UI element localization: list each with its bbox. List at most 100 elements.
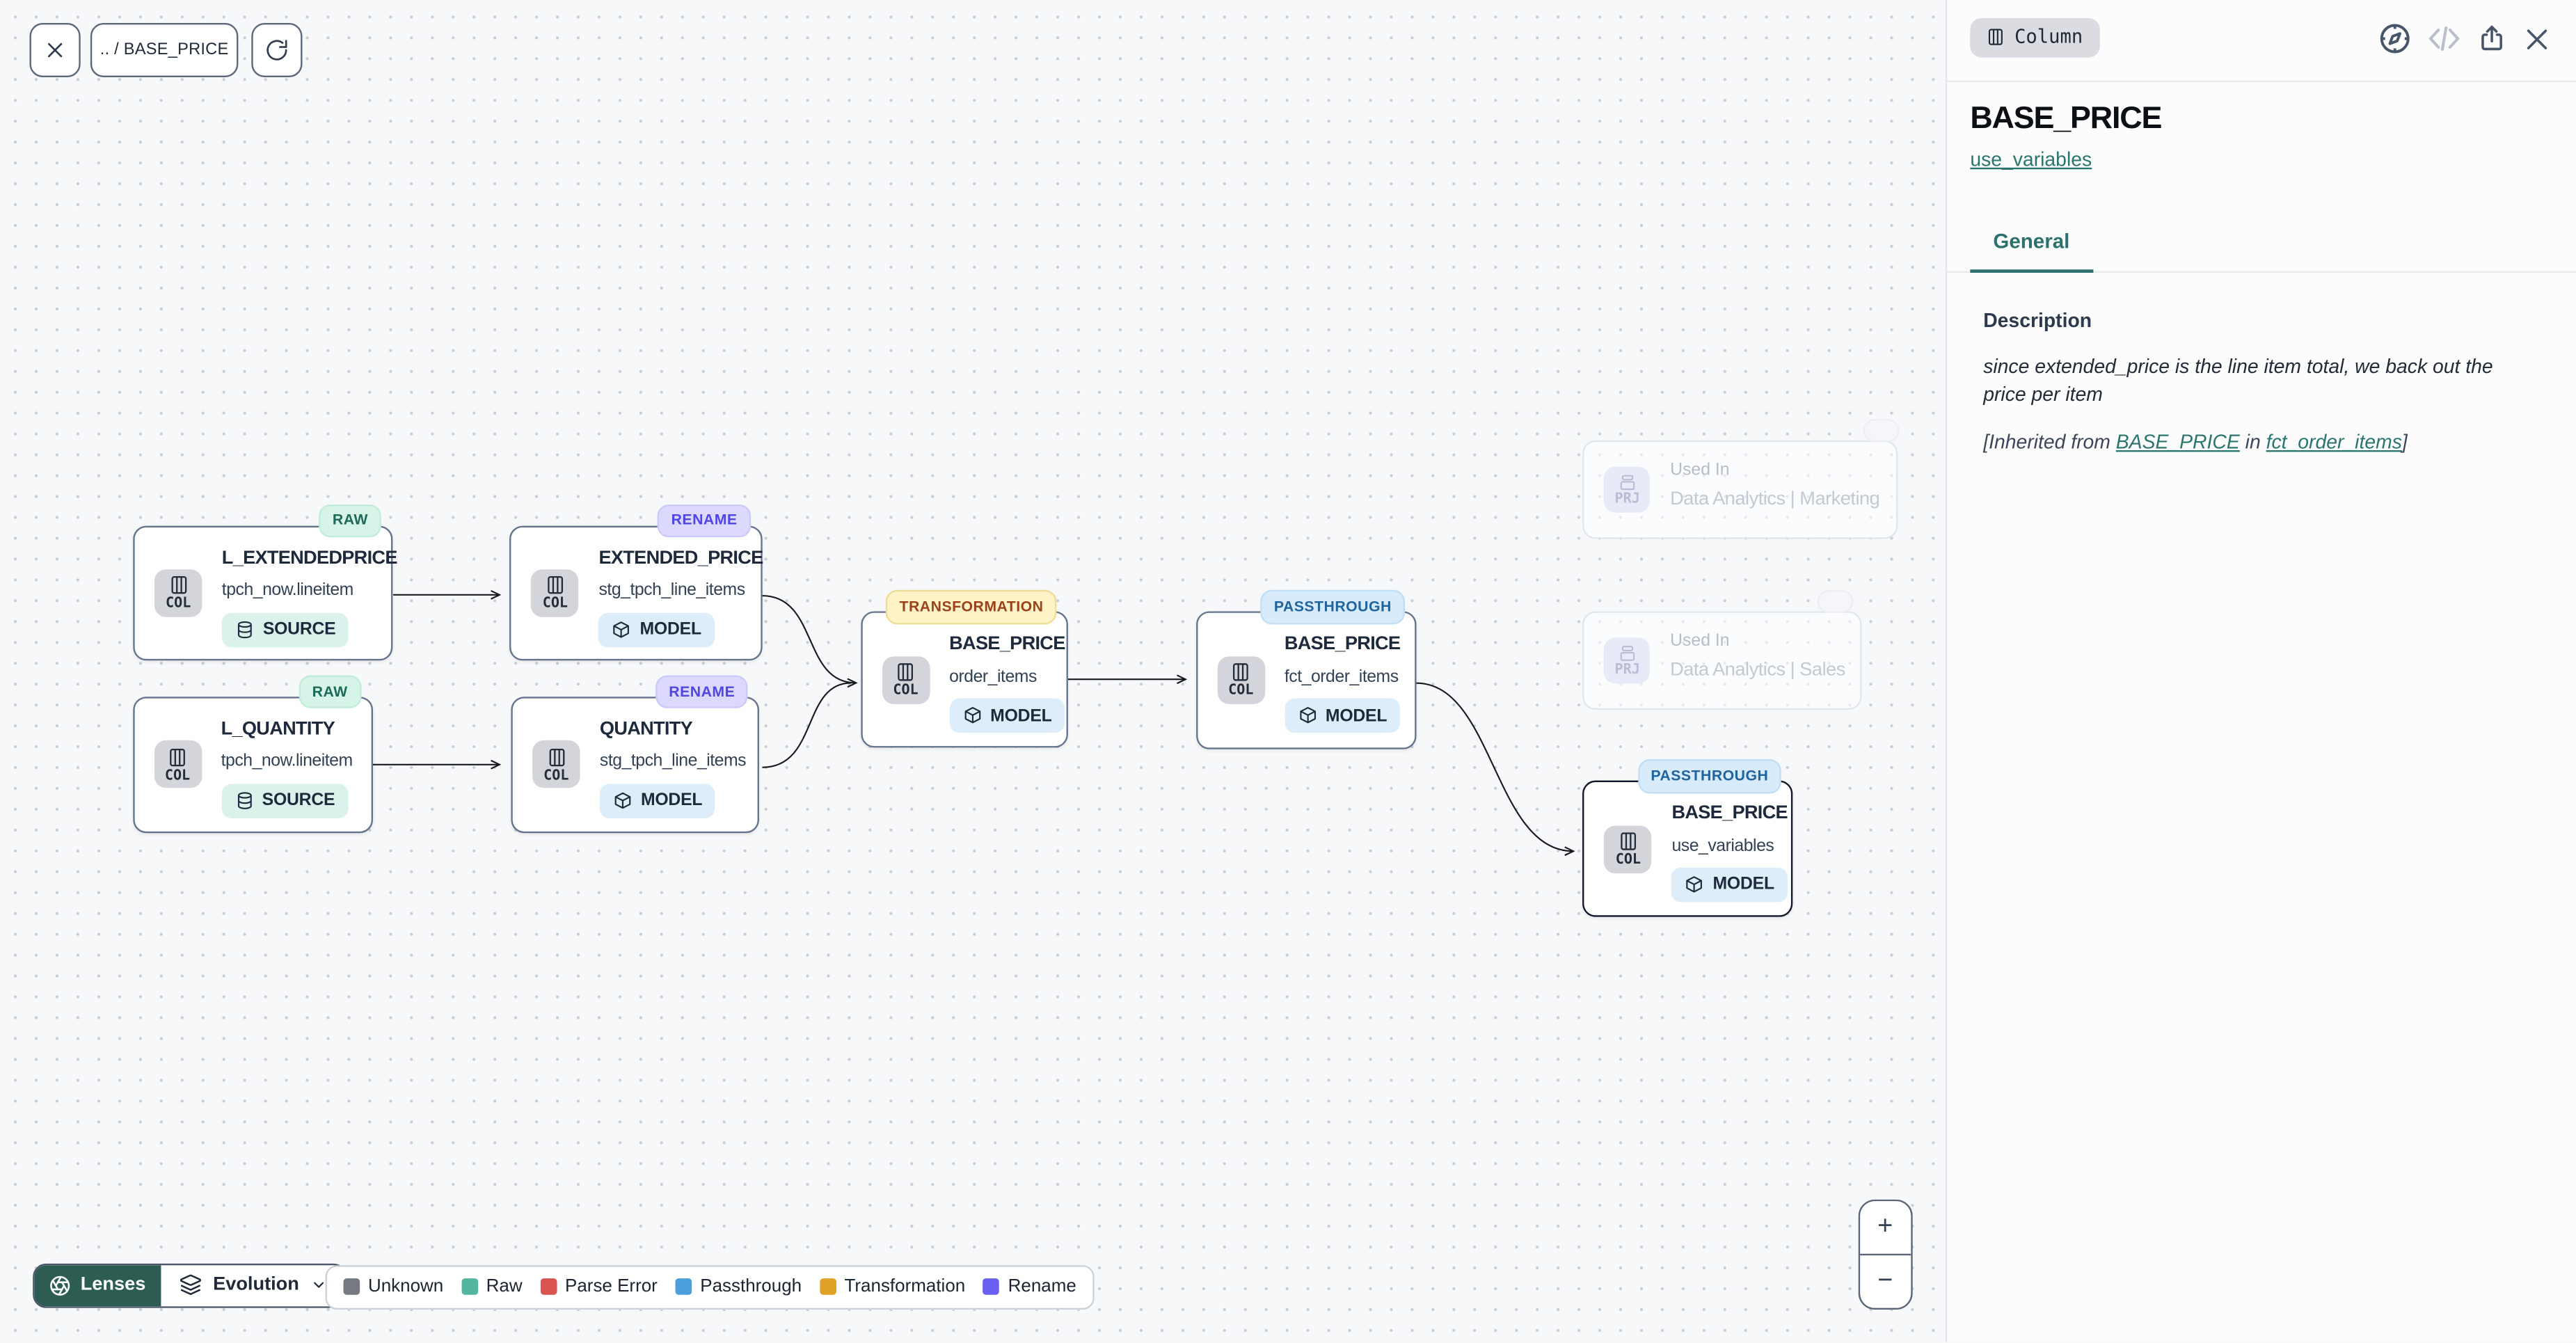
legend-item: Rename xyxy=(983,1277,1076,1297)
node-base-price-use-variables[interactable]: PASSTHROUGH COL BASE_PRICE use_variables… xyxy=(1582,758,1793,918)
ghost-node-used-in-marketing[interactable]: PRJ Used In Data Analytics | Marketing xyxy=(1582,419,1900,539)
inherited-model-link[interactable]: fct_order_items xyxy=(2266,430,2402,454)
column-icon xyxy=(1988,29,2003,45)
node-subtitle: order_items xyxy=(949,667,1037,687)
legend-swatch xyxy=(983,1278,1000,1296)
lens-badge: PASSTHROUGH xyxy=(1260,590,1405,625)
lenses-control: Lenses Evolution xyxy=(33,1263,347,1308)
zoom-out-button[interactable]: − xyxy=(1860,1255,1910,1308)
node-subtitle: use_variables xyxy=(1671,835,1774,856)
column-icon xyxy=(1620,832,1636,850)
project-icon xyxy=(1620,475,1635,491)
cube-icon xyxy=(1299,707,1316,724)
node-subtitle: fct_order_items xyxy=(1284,667,1399,687)
legend-item: Parse Error xyxy=(540,1277,658,1297)
database-icon xyxy=(237,791,251,809)
compass-icon[interactable] xyxy=(2378,22,2412,56)
details-panel: Column BASE_PRICE use_variables General … xyxy=(1945,0,2576,1343)
breadcrumb-label: .. / BASE_PRICE xyxy=(100,41,229,60)
close-lineage-button[interactable] xyxy=(29,23,81,77)
node-title: BASE_PRICE xyxy=(949,635,1065,655)
refresh-button[interactable] xyxy=(251,23,303,77)
node-subtitle: stg_tpch_line_items xyxy=(598,580,745,601)
code-icon xyxy=(2428,26,2460,51)
used-in-name: Data Analytics | Marketing xyxy=(1670,488,1880,509)
node-title: EXTENDED_PRICE xyxy=(598,548,763,569)
share-icon[interactable] xyxy=(2476,22,2508,56)
lenses-button[interactable]: Lenses xyxy=(34,1265,161,1306)
node-title: BASE_PRICE xyxy=(1284,635,1401,655)
inherited-column-link[interactable]: BASE_PRICE xyxy=(2115,430,2240,454)
zoom-controls: + − xyxy=(1858,1199,1912,1309)
node-title: QUANTITY xyxy=(599,719,693,740)
used-in-label: Used In xyxy=(1670,630,1730,651)
lens-selector[interactable]: Evolution xyxy=(161,1265,345,1305)
description-section: Description since extended_price is the … xyxy=(1983,309,2545,453)
chevron-down-icon xyxy=(314,1282,324,1289)
node-title: BASE_PRICE xyxy=(1671,803,1788,824)
node-subtitle: tpch_now.lineitem xyxy=(221,751,353,772)
section-heading: Description xyxy=(1983,308,2092,333)
lens-badge: RAW xyxy=(299,675,361,709)
lens-badge: PASSTHROUGH xyxy=(1637,758,1782,793)
refresh-icon xyxy=(267,40,287,61)
node-title: L_EXTENDEDPRICE xyxy=(221,548,398,569)
close-panel-icon[interactable] xyxy=(2522,24,2552,54)
close-icon xyxy=(47,42,63,58)
faded-lens-badge xyxy=(1817,589,1854,613)
column-icon xyxy=(898,663,914,681)
legend-swatch xyxy=(820,1278,836,1296)
kind-badge: MODEL xyxy=(1284,699,1401,734)
column-chip: COL xyxy=(531,569,580,617)
project-chip: PRJ xyxy=(1604,467,1651,514)
legend-item: Transformation xyxy=(820,1277,965,1297)
node-subtitle: tpch_now.lineitem xyxy=(221,580,354,601)
faded-lens-badge xyxy=(1863,419,1900,443)
kind-badge: MODEL xyxy=(949,699,1065,734)
node-base-price-fct-order-items[interactable]: PASSTHROUGH COL BASE_PRICE fct_order_ite… xyxy=(1195,590,1417,749)
ghost-node-used-in-sales[interactable]: PRJ Used In Data Analytics | Sales xyxy=(1582,589,1861,710)
kind-badge: SOURCE xyxy=(221,612,349,647)
lens-badge: RENAME xyxy=(655,675,749,709)
cube-icon xyxy=(614,621,630,637)
node-l-quantity[interactable]: RAW COL L_QUANTITY tpch_now.lineitem SOU… xyxy=(132,675,373,833)
legend-swatch xyxy=(675,1278,692,1296)
kind-badge: SOURCE xyxy=(221,783,349,818)
lens-badge: TRANSFORMATION xyxy=(886,590,1057,625)
entity-type-chip: Column xyxy=(1970,17,2099,57)
database-icon xyxy=(237,621,252,638)
aperture-icon xyxy=(50,1276,70,1296)
node-l-extendedprice[interactable]: RAW COL L_EXTENDEDPRICE tpch_now.lineite… xyxy=(133,504,398,661)
kind-badge: MODEL xyxy=(598,612,715,647)
node-quantity[interactable]: RENAME COL QUANTITY stg_tpch_line_items … xyxy=(511,675,760,833)
legend-swatch xyxy=(461,1278,478,1296)
node-extended-price[interactable]: RENAME COL EXTENDED_PRICE stg_tpch_line_… xyxy=(509,504,763,661)
description-text: since extended_price is the line item to… xyxy=(1983,355,2493,407)
plus-icon: + xyxy=(1877,1212,1893,1241)
inherited-note: [Inherited from BASE_PRICE in fct_order_… xyxy=(1983,430,2408,454)
zoom-in-button[interactable]: + xyxy=(1860,1201,1911,1255)
column-chip: COL xyxy=(1217,656,1265,705)
project-icon xyxy=(1620,645,1635,661)
cube-icon xyxy=(964,707,980,724)
column-icon xyxy=(548,747,564,766)
breadcrumb[interactable]: .. / BASE_PRICE xyxy=(90,23,239,77)
cube-icon xyxy=(1687,876,1703,893)
panel-tabs: General xyxy=(1947,215,2576,273)
node-subtitle: stg_tpch_line_items xyxy=(599,751,747,772)
node-base-price-order-items[interactable]: TRANSFORMATION COL BASE_PRICE order_item… xyxy=(860,590,1068,748)
kind-badge: MODEL xyxy=(1671,867,1788,903)
column-chip: COL xyxy=(153,740,202,788)
tab-general[interactable]: General xyxy=(1970,215,2093,273)
used-in-label: Used In xyxy=(1670,460,1730,480)
legend-swatch xyxy=(343,1278,360,1296)
panel-title: BASE_PRICE xyxy=(1970,102,2162,136)
model-link[interactable]: use_variables xyxy=(1970,148,2092,171)
column-icon xyxy=(170,747,185,766)
panel-divider xyxy=(1947,79,2576,81)
layers-icon xyxy=(180,1275,201,1296)
lens-badge: RENAME xyxy=(658,504,751,538)
lineage-canvas[interactable]: .. / BASE_PRICE RAW COL L_EXTENDEDPRICE … xyxy=(0,0,1946,1343)
legend-item: Unknown xyxy=(343,1277,443,1297)
